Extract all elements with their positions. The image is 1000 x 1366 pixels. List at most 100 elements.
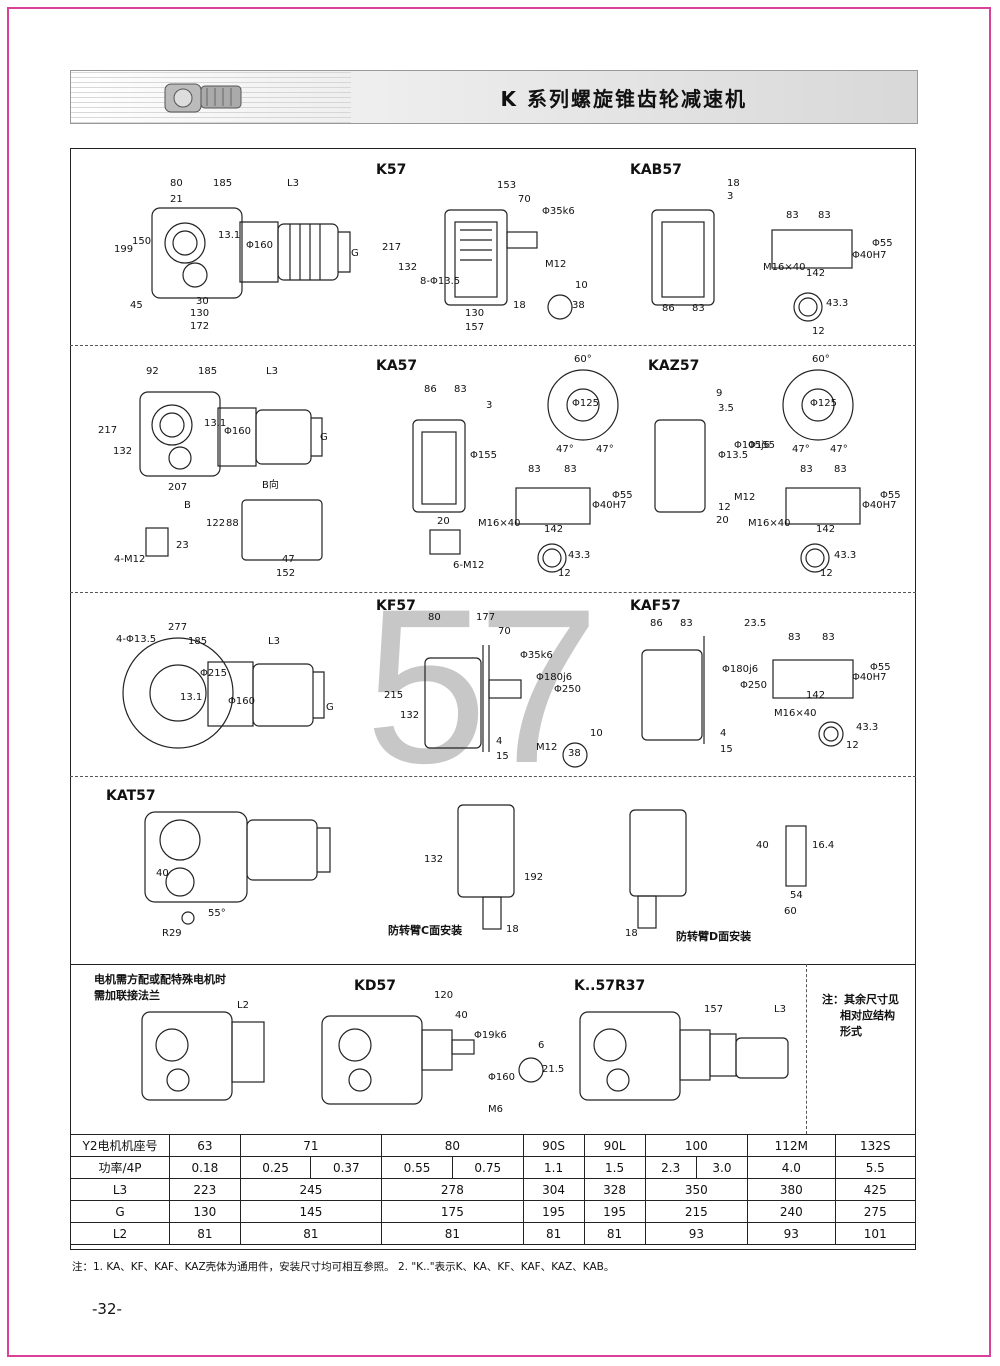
kaz57-views xyxy=(654,369,861,573)
dim: 47° xyxy=(596,444,614,455)
table-cell: 4.0 xyxy=(747,1156,836,1179)
dim: 142 xyxy=(806,690,826,701)
divider-note-column xyxy=(806,964,807,1134)
table-cell: 81 xyxy=(583,1222,646,1245)
table-cell: 425 xyxy=(834,1178,917,1201)
divider-row-2 xyxy=(70,592,916,593)
dim: 142 xyxy=(544,524,564,535)
dim: 18 xyxy=(625,928,638,939)
table-cell: 380 xyxy=(747,1178,836,1201)
table-cell: 132S xyxy=(834,1134,917,1157)
dim: 152 xyxy=(276,568,296,579)
dim: 20 xyxy=(437,516,450,527)
table-cell: 145 xyxy=(239,1200,383,1223)
dim: 70 xyxy=(498,626,511,637)
dim: Φ125 xyxy=(572,398,599,409)
dim: Φ35k6 xyxy=(542,206,575,217)
dim: 83 xyxy=(834,464,847,475)
kat57-d-mount xyxy=(629,809,807,929)
dim: 3 xyxy=(727,191,734,202)
flange-note-line-2: 需加联接法兰 xyxy=(94,989,160,1002)
dim: Φ160 xyxy=(488,1072,515,1083)
table-cell: 93 xyxy=(644,1222,749,1245)
table-row: 功率/4P 0.18 0.25 0.37 0.55 0.75 1.1 1.5 2… xyxy=(70,1156,917,1179)
dim: 132 xyxy=(113,446,133,457)
dim: 13.1 xyxy=(218,230,241,241)
table-cell: 0.18 xyxy=(169,1156,241,1179)
table-cell: 100 xyxy=(644,1134,749,1157)
label-kr: K..57R37 xyxy=(574,978,646,994)
table-cell: 0.55 xyxy=(381,1156,453,1179)
table-cell: 240 xyxy=(747,1200,836,1223)
dim: 4 xyxy=(496,736,503,747)
kr-view xyxy=(579,1011,789,1101)
dim: 153 xyxy=(497,180,517,191)
dim: 122 xyxy=(206,518,226,529)
dim: 83 xyxy=(564,464,577,475)
dim: 40 xyxy=(455,1010,468,1021)
header-banner: K 系列螺旋锥齿轮减速机 xyxy=(70,70,918,124)
row-label: L2 xyxy=(70,1222,170,1245)
dim: 43.3 xyxy=(834,550,857,561)
table-cell: 2.3 xyxy=(644,1156,697,1179)
dim: Φ125 xyxy=(810,398,837,409)
dim: M16×40 xyxy=(478,518,521,529)
dim: G xyxy=(326,702,334,713)
dim: 130 xyxy=(190,308,210,319)
dim: 21 xyxy=(170,194,183,205)
dim: 12 xyxy=(558,568,571,579)
dim: 15 xyxy=(720,744,733,755)
flange-note-line-1: 电机需方配或配特殊电机时 xyxy=(94,973,226,986)
dim: M12 xyxy=(536,742,558,753)
dim: 54 xyxy=(790,890,803,901)
table-cell: 71 xyxy=(239,1134,383,1157)
dim: Φ40H7 xyxy=(592,500,627,511)
table-row: L2 81 81 81 81 81 93 93 101 xyxy=(70,1222,917,1245)
kaf57-views xyxy=(641,636,854,747)
dim: 13.1 xyxy=(180,692,203,703)
dim: 60° xyxy=(812,354,830,365)
table-cell: 80 xyxy=(381,1134,524,1157)
dim: 83 xyxy=(692,303,705,314)
dim: 192 xyxy=(524,872,544,883)
dim: L3 xyxy=(774,1004,786,1015)
dim: B向 xyxy=(262,480,279,491)
dim: 45 xyxy=(130,300,143,311)
drawing-frame xyxy=(70,148,916,1250)
dim: 18 xyxy=(513,300,526,311)
dim: 150 xyxy=(132,236,152,247)
dim: 4-Φ13.5 xyxy=(116,634,157,645)
motor-spec-table: Y2电机机座号 63 71 80 90S 90L 100 112M 132S 功… xyxy=(70,1134,917,1245)
table-cell: 1.5 xyxy=(583,1156,646,1179)
dim: Φ55 xyxy=(870,662,891,673)
page-border xyxy=(7,7,991,1357)
caption-c-mount: 防转臂C面安装 xyxy=(388,924,463,937)
kf57-side-view xyxy=(424,645,588,768)
table-cell: 215 xyxy=(644,1200,749,1223)
label-kab57: KAB57 xyxy=(630,162,682,178)
dim: L3 xyxy=(268,636,280,647)
table-cell: 81 xyxy=(381,1222,524,1245)
dim: 47 xyxy=(282,554,295,565)
dim: Φ13.5 xyxy=(718,450,749,461)
divider-row-4 xyxy=(70,964,916,965)
row-label: 功率/4P xyxy=(70,1156,170,1179)
dim: 43.3 xyxy=(826,298,849,309)
dim: G xyxy=(320,432,328,443)
kf57-front-view xyxy=(122,637,325,749)
dim: L3 xyxy=(287,178,299,189)
ka57-front-view xyxy=(139,391,323,561)
dim: 47° xyxy=(792,444,810,455)
label-k57: K57 xyxy=(376,162,407,178)
dim: L3 xyxy=(266,366,278,377)
dim: R29 xyxy=(162,928,182,939)
dim: 60 xyxy=(784,906,797,917)
background-number: 57 xyxy=(365,563,600,809)
table-cell: 90L xyxy=(583,1134,646,1157)
dim: 18 xyxy=(727,178,740,189)
kab57-views xyxy=(651,209,853,322)
dim: 47° xyxy=(830,444,848,455)
dim: 8-Φ13.5 xyxy=(420,276,461,287)
table-cell: 223 xyxy=(169,1178,241,1201)
